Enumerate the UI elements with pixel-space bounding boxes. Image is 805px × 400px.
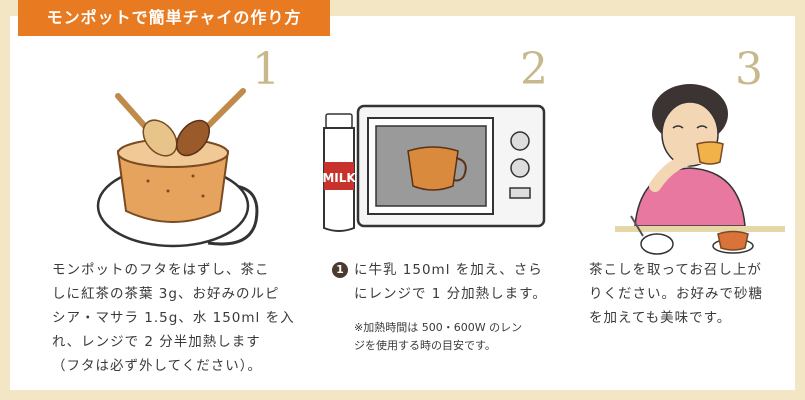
page-title: モンポットで簡単チャイの作り方: [18, 0, 330, 36]
description-line: を加えても美味です。: [589, 310, 732, 326]
description-line: シア・マサラ 1.5g、水 150ml を入: [52, 310, 295, 326]
step-ref-bullet: 1: [332, 262, 348, 278]
step-description: 茶こしを取ってお召し上が りください。お好みで砂糖 を加えても美味です。: [589, 258, 789, 330]
step-number: 3: [735, 44, 763, 95]
woman-drinking-tea-illustration: [615, 84, 785, 255]
note-line: ジを使用する時の目安です。: [354, 339, 496, 352]
description-line: しに紅茶の茶葉 3g、お好みのルピ: [52, 286, 280, 302]
step-1: 1 モンポットのフタをはずし、茶こ しに紅茶の茶葉 3g、お好みのルピ シア・マ…: [18, 36, 294, 386]
description-line: れ、レンジで 2 分半加熱します: [52, 334, 261, 350]
microwave-and-milk-bottle-illustration: MILK: [322, 104, 546, 232]
description-line: にレンジで 1 分加熱します。: [354, 286, 547, 302]
step-3: 3 茶こしを取ってお召し上が りください。お好みで砂糖 を加えても美味です。: [585, 36, 790, 386]
note-line: ※加熱時間は 500・600W のレン: [354, 321, 523, 334]
description-line: （フタは必ず外してください）。: [52, 358, 262, 374]
step-2: 2 MILK 1 に牛乳 150ml を加え、さら にレンジで 1 分加熱します…: [320, 36, 580, 386]
description-line: 茶こしを取ってお召し上が: [589, 262, 762, 278]
heating-note: ※加熱時間は 500・600W のレン ジを使用する時の目安です。: [354, 319, 594, 355]
description-line: モンポットのフタをはずし、茶こ: [52, 262, 270, 278]
step-description: モンポットのフタをはずし、茶こ しに紅茶の茶葉 3g、お好みのルピ シア・マサラ…: [52, 258, 312, 378]
description-line: に牛乳 150ml を加え、さら: [354, 262, 543, 278]
step-number: 2: [520, 44, 548, 95]
step-number: 1: [252, 44, 280, 95]
step-description: に牛乳 150ml を加え、さら にレンジで 1 分加熱します。: [354, 258, 594, 306]
svg-text:MILK: MILK: [322, 171, 356, 185]
description-line: りください。お好みで砂糖: [589, 286, 763, 302]
teapot-with-spoons-illustration: [96, 88, 259, 248]
